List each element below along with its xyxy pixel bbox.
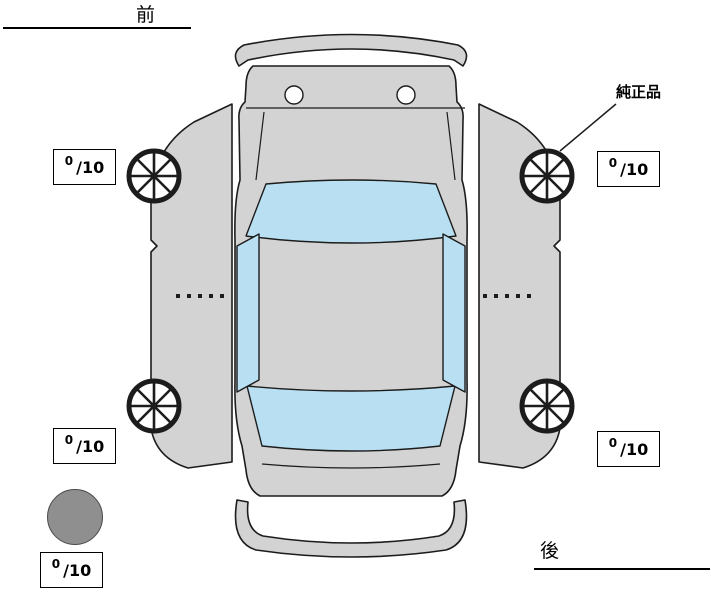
windshield-glass — [245, 179, 457, 244]
rear-window-glass — [246, 385, 456, 452]
wheel-rear-left-icon — [129, 381, 179, 431]
left-window-glass — [236, 233, 260, 393]
tread-score-max: /10 — [63, 560, 92, 580]
tread-score-front-left: 0/10 — [53, 149, 116, 185]
tread-score-rear-right: 0/10 — [597, 431, 660, 467]
front-underline — [3, 27, 191, 29]
washer-nozzle-left-icon — [284, 85, 304, 105]
wheel-front-right-icon — [522, 151, 572, 201]
wheel-rear-right-icon — [522, 381, 572, 431]
car-body — [234, 65, 468, 497]
tread-score-max: /10 — [76, 157, 105, 177]
hood-crease-right — [446, 111, 456, 181]
right-window-glass — [442, 233, 466, 393]
hood-crease-left — [255, 111, 265, 181]
tread-score-value: 0 — [608, 156, 618, 170]
spare-tire-icon — [47, 489, 103, 545]
front-label: 前 — [136, 4, 156, 26]
tread-score-max: /10 — [620, 159, 649, 179]
rear-bumper — [234, 499, 468, 558]
tread-score-value: 0 — [608, 436, 618, 450]
front-bumper — [234, 33, 468, 67]
trunk-line — [261, 463, 441, 469]
tread-score-value: 0 — [64, 433, 74, 447]
genuine-part-label: 純正品 — [616, 83, 662, 101]
tread-score-rear-left: 0/10 — [53, 428, 116, 464]
tread-score-max: /10 — [620, 439, 649, 459]
rear-underline — [534, 568, 710, 570]
tread-score-spare: 0/10 — [40, 552, 103, 588]
tread-score-value: 0 — [51, 557, 61, 571]
tread-score-value: 0 — [64, 154, 74, 168]
washer-nozzle-right-icon — [396, 85, 416, 105]
tread-score-front-right: 0/10 — [597, 151, 660, 187]
wheel-front-left-icon — [129, 151, 179, 201]
genuine-part-pointer-line — [559, 103, 617, 152]
rear-label: 後 — [540, 540, 560, 562]
tread-score-max: /10 — [76, 436, 105, 456]
